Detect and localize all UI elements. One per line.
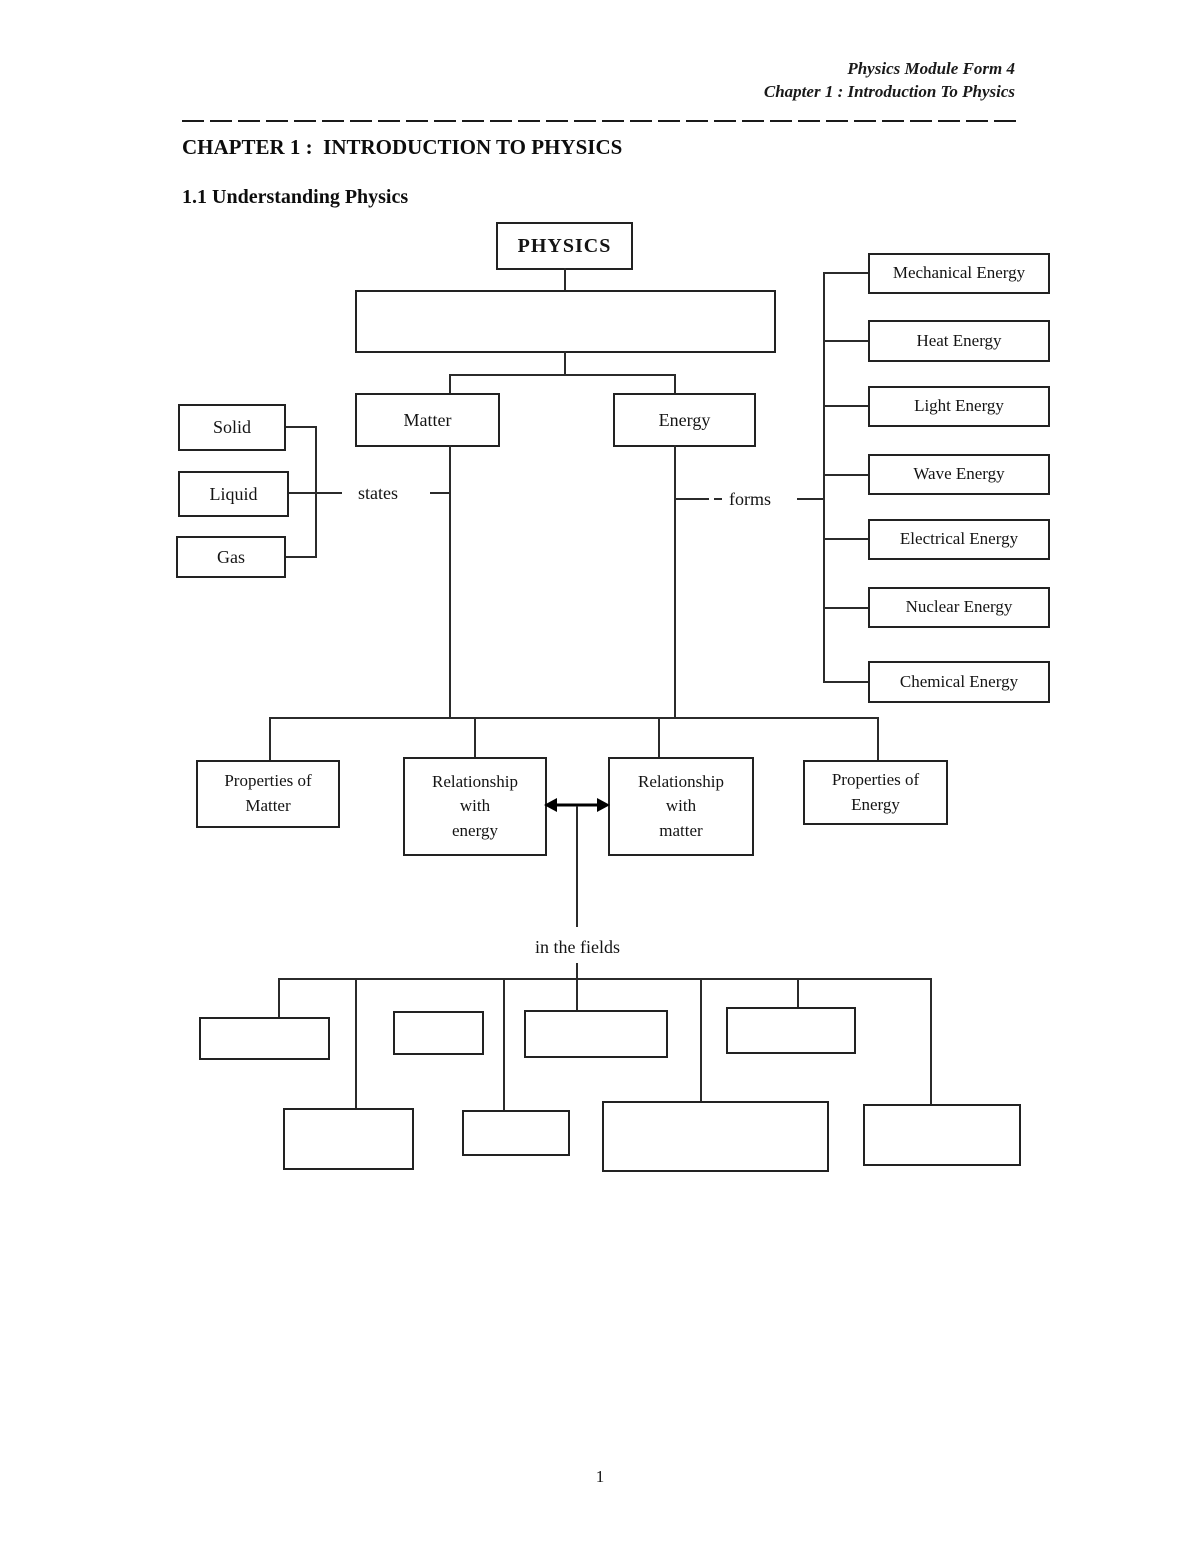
connector	[797, 498, 825, 500]
junction-line	[269, 717, 879, 719]
blank-field-box	[393, 1011, 484, 1055]
header-module-title: Physics Module Form 4	[847, 59, 1015, 78]
fields-label: in the fields	[535, 937, 620, 957]
blank-definition-box	[355, 290, 776, 353]
connector	[676, 498, 709, 500]
connector	[823, 405, 868, 407]
properties-of-matter-box: Properties of Matter	[196, 760, 340, 828]
matter-trunk-line	[449, 445, 451, 719]
connector	[797, 978, 799, 1008]
connector	[658, 717, 660, 758]
connector	[286, 556, 317, 558]
connector	[449, 374, 676, 376]
chemical-energy-box: Chemical Energy	[868, 661, 1050, 703]
liquid-box: Liquid	[178, 471, 289, 517]
physics-box: PHYSICS	[496, 222, 633, 270]
connector	[474, 717, 476, 758]
connector	[700, 978, 702, 1102]
connector	[714, 498, 722, 500]
page-number: 1	[595, 1467, 605, 1486]
connector	[355, 978, 357, 1109]
blank-field-box	[283, 1108, 414, 1170]
mechanical-energy-box: Mechanical Energy	[868, 253, 1050, 294]
section-heading: 1.1 Understanding Physics	[182, 186, 409, 208]
blank-field-box	[726, 1007, 856, 1054]
relationship-with-matter-box: Relationship with matter	[608, 757, 754, 856]
connector	[823, 474, 868, 476]
connector	[576, 806, 578, 927]
wave-energy-box: Wave Energy	[868, 454, 1050, 495]
connector	[674, 374, 676, 394]
gas-box: Gas	[176, 536, 286, 578]
connector	[823, 272, 868, 274]
connector	[449, 374, 451, 394]
energy-trunk-line	[674, 445, 676, 719]
electrical-energy-box: Electrical Energy	[868, 519, 1050, 560]
blank-field-box	[602, 1101, 829, 1172]
forms-label: forms	[729, 489, 771, 509]
energy-box: Energy	[613, 393, 756, 447]
header-chapter-title: Chapter 1 : Introduction To Physics	[763, 82, 1015, 101]
connector	[823, 681, 868, 683]
connector	[823, 538, 868, 540]
chapter-heading: CHAPTER 1 : INTRODUCTION TO PHYSICS	[182, 135, 623, 159]
blank-field-box	[863, 1104, 1021, 1166]
connector	[278, 978, 280, 1018]
connector	[286, 426, 317, 428]
blank-field-box	[462, 1110, 570, 1156]
nuclear-energy-box: Nuclear Energy	[868, 587, 1050, 628]
light-energy-box: Light Energy	[868, 386, 1050, 427]
connector	[823, 607, 868, 609]
states-label: states	[358, 483, 398, 503]
connector	[823, 340, 868, 342]
fields-junction-line	[278, 978, 932, 980]
double-arrow-icon	[544, 798, 610, 812]
relationship-with-energy-box: Relationship with energy	[403, 757, 547, 856]
blank-field-box	[524, 1010, 668, 1058]
connector	[877, 717, 879, 761]
forms-bracket-line	[823, 272, 825, 683]
dashed-divider	[182, 120, 1016, 122]
properties-of-energy-box: Properties of Energy	[803, 760, 948, 825]
connector	[564, 268, 566, 292]
matter-box: Matter	[355, 393, 500, 447]
solid-box: Solid	[178, 404, 286, 451]
connector	[564, 351, 566, 376]
connector	[430, 492, 450, 494]
connector	[576, 963, 578, 1011]
connector	[930, 978, 932, 1105]
connector	[269, 717, 271, 761]
blank-field-box	[199, 1017, 330, 1060]
page-header: Physics Module Form 4 Chapter 1 : Introd…	[764, 57, 1015, 103]
heat-energy-box: Heat Energy	[868, 320, 1050, 362]
connector	[503, 978, 505, 1111]
states-bracket-line	[315, 426, 317, 558]
